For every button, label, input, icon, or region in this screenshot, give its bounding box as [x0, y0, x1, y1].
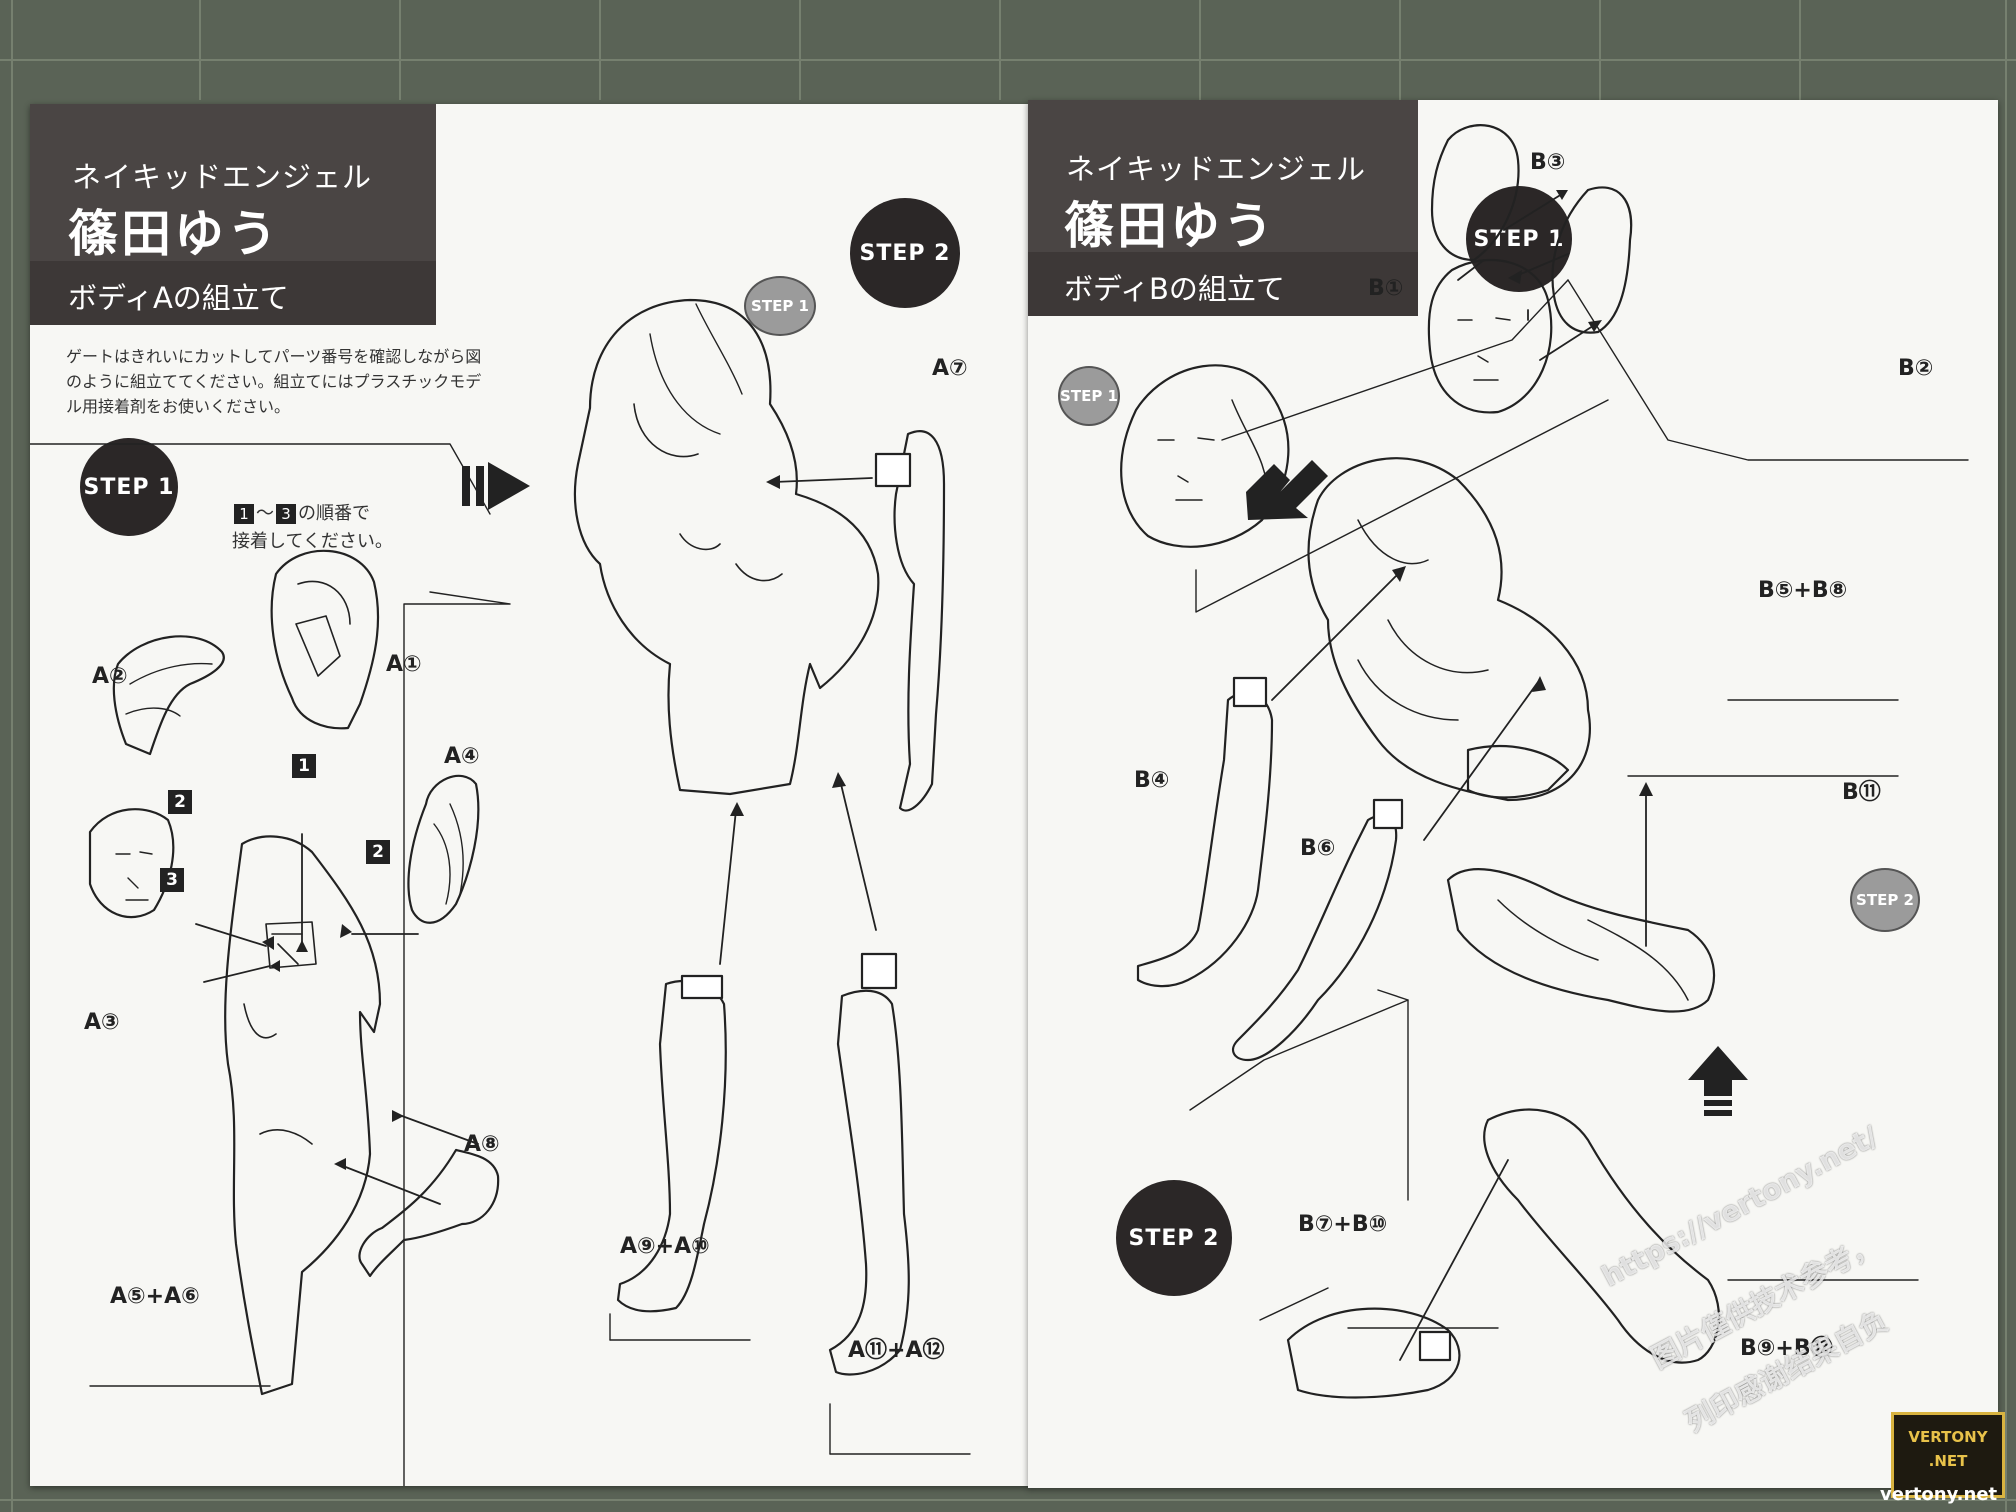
label-b3: B③ — [1530, 150, 1565, 175]
part-a9a10-leg — [618, 981, 726, 1311]
part-a8-arm — [359, 1150, 498, 1276]
label-a2: A② — [92, 664, 128, 689]
instruction-page-right: ネイキッドエンジェル 篠田ゆう ボディBの組立て STEP 1 STEP 2 S… — [1028, 100, 1998, 1488]
part-b2-hair-side — [1552, 187, 1631, 332]
part-b1-face — [1429, 260, 1551, 412]
label-a5a6: A⑤+A⑥ — [110, 1284, 200, 1309]
label-a3: A③ — [84, 1010, 120, 1035]
label-b11: B⑪ — [1842, 774, 1881, 806]
part-a3-face — [90, 809, 173, 917]
label-b6: B⑥ — [1300, 836, 1335, 861]
label-b2: B② — [1898, 356, 1933, 381]
label-b5b8: B⑤+B⑧ — [1758, 578, 1847, 603]
label-b7b10: B⑦+B⑩ — [1298, 1212, 1387, 1237]
logo-top-text: VERTONY — [1894, 1425, 2002, 1449]
label-a11a12: A⑪+A⑫ — [848, 1332, 945, 1364]
label-a7: A⑦ — [932, 356, 968, 381]
legs-b7b10-b9b12-assembled — [1448, 869, 1714, 1011]
head-b1b2b3-assembled — [1121, 365, 1288, 546]
label-a1: A① — [386, 652, 422, 677]
part-a2-hair — [114, 636, 224, 754]
body-a-assembled — [575, 300, 878, 794]
instruction-page-left: ネイキッドエンジェル 篠田ゆう ボディAの組立て ゲートはきれいにカットしてパー… — [30, 104, 1030, 1486]
order-mark-2a: 2 — [168, 790, 192, 814]
part-a11a12-leg — [830, 991, 909, 1375]
part-a7-arm — [895, 431, 944, 810]
step-arrow-right-icon — [462, 462, 530, 510]
label-b4: B④ — [1134, 768, 1169, 793]
part-b3-hair-back — [1432, 125, 1519, 260]
label-a4: A④ — [444, 744, 480, 769]
watermark-site: vertony.net — [1880, 1484, 1997, 1505]
logo-bottom-text: .NET — [1894, 1449, 2002, 1473]
part-a4-hair-side — [408, 776, 478, 923]
label-a9a10: A⑨+A⑩ — [620, 1234, 710, 1259]
label-b1: B① — [1368, 276, 1403, 301]
body-b5b8-assembled — [1309, 458, 1590, 800]
label-a8: A⑧ — [464, 1132, 500, 1157]
part-b4-arm — [1138, 693, 1272, 986]
step-arrow-up-icon — [1688, 1046, 1748, 1116]
part-a1-head-back — [272, 551, 378, 728]
order-mark-3: 3 — [160, 868, 184, 892]
order-mark-1: 1 — [292, 754, 316, 778]
order-mark-2b: 2 — [366, 840, 390, 864]
